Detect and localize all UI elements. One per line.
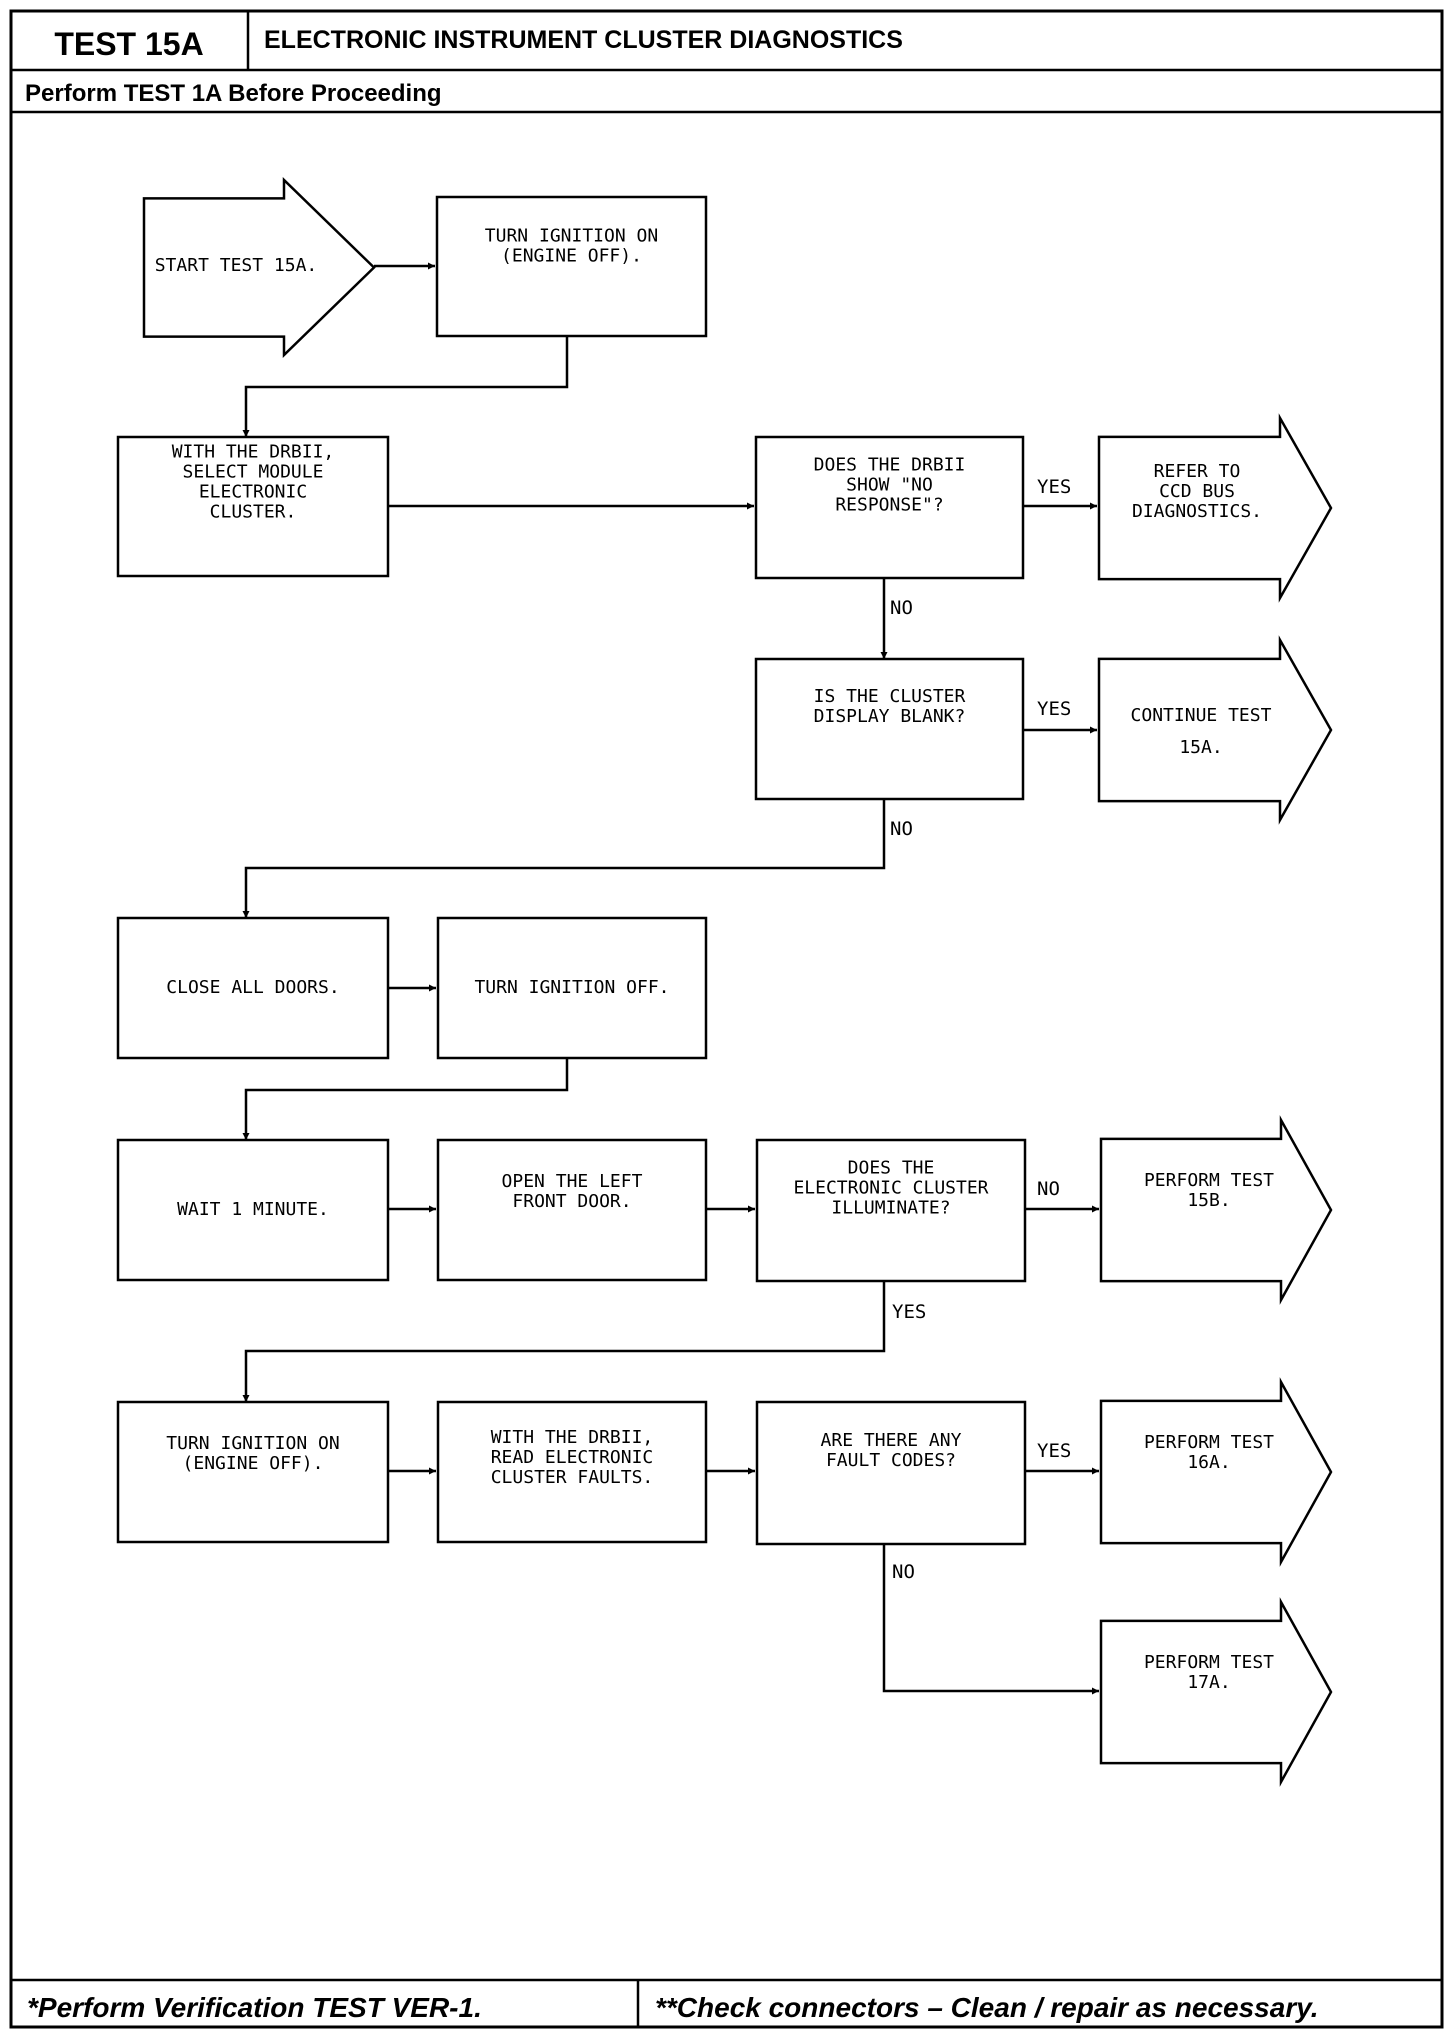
connector-illuminate-yes xyxy=(242,1281,886,1402)
node-text-line: ILLUMINATE? xyxy=(831,1198,950,1219)
node-text-line: TURN IGNITION ON xyxy=(166,1433,339,1454)
branch-label-yes: YES xyxy=(1037,698,1071,720)
branch-label-yes: YES xyxy=(1037,1440,1071,1462)
branch-label-no: NO xyxy=(890,597,913,619)
node-text-line: OPEN THE LEFT xyxy=(502,1171,643,1192)
step-box xyxy=(436,1138,708,1282)
node-text-line: 15B. xyxy=(1187,1190,1230,1211)
step-box xyxy=(436,916,708,1060)
branch-label-yes: YES xyxy=(892,1301,926,1323)
node-text-line: WAIT 1 MINUTE. xyxy=(177,1199,329,1220)
connectors xyxy=(242,262,1099,1695)
step-box xyxy=(116,1400,390,1544)
node-ign-on-2: TURN IGNITION ON(ENGINE OFF). xyxy=(116,1400,390,1544)
exit-arrow-shape xyxy=(1099,1115,1333,1305)
node-ign-on-1: TURN IGNITION ON(ENGINE OFF). xyxy=(435,195,708,338)
node-text-line: WITH THE DRBII, xyxy=(172,442,335,463)
node-text-line: (ENGINE OFF). xyxy=(183,1453,324,1474)
footer-connectors-note: **Check connectors – Clean / repair as n… xyxy=(655,1992,1319,2023)
flowchart-nodes: START TEST 15A.TURN IGNITION ON(ENGINE O… xyxy=(116,177,1333,1787)
node-text-line: DOES THE DRBII xyxy=(814,455,966,476)
node-text-line: WITH THE DRBII, xyxy=(491,1427,654,1448)
exit-arrow-shape xyxy=(1097,635,1333,825)
exit-arrow-shape xyxy=(1099,1377,1333,1567)
node-text-line: CLOSE ALL DOORS. xyxy=(166,977,339,998)
node-text-line: CLUSTER. xyxy=(210,502,297,523)
node-text-line: START TEST 15A. xyxy=(155,255,318,276)
node-continue-15a: CONTINUE TEST 15A. xyxy=(1097,635,1333,825)
page-border xyxy=(9,9,1444,2029)
node-text-line: PERFORM TEST xyxy=(1144,1170,1274,1191)
decision-box xyxy=(754,657,1025,801)
node-ign-off: TURN IGNITION OFF. xyxy=(436,916,708,1060)
node-text-line: DISPLAY BLANK? xyxy=(814,706,966,727)
node-select-module: WITH THE DRBII,SELECT MODULEELECTRONICCL… xyxy=(116,435,390,578)
exit-arrow-shape xyxy=(1099,1597,1333,1787)
node-text-line: FAULT CODES? xyxy=(826,1450,956,1471)
node-text-line: 16A. xyxy=(1187,1452,1230,1473)
node-start: START TEST 15A. xyxy=(142,177,376,358)
connector-ignition-off-to-wait xyxy=(242,1058,569,1140)
node-text-line: PERFORM TEST xyxy=(1144,1652,1274,1673)
page-title: ELECTRONIC INSTRUMENT CLUSTER DIAGNOSTIC… xyxy=(264,26,903,54)
node-text-line: RESPONSE"? xyxy=(835,495,943,516)
node-text-line: 17A. xyxy=(1187,1672,1230,1693)
step-box xyxy=(116,435,390,578)
node-text-line: CONTINUE TEST xyxy=(1131,705,1272,726)
node-text-line: ELECTRONIC xyxy=(199,482,307,503)
branch-label-no: NO xyxy=(1037,1178,1060,1200)
decision-box xyxy=(755,1138,1027,1283)
node-text-line: TURN IGNITION OFF. xyxy=(474,977,669,998)
branch-labels: YES NO YES NO NO YES YES NO xyxy=(890,476,1071,1583)
decision-box xyxy=(755,1400,1027,1546)
connector-fault-codes-no xyxy=(882,1544,1099,1695)
branch-label-no: NO xyxy=(892,1561,915,1583)
connector-ignition-on-to-select-module xyxy=(242,336,569,437)
node-text-line: ELECTRONIC CLUSTER xyxy=(793,1178,988,1199)
step-box xyxy=(116,1138,390,1282)
decision-box xyxy=(754,435,1025,580)
step-box xyxy=(435,195,708,338)
step-box xyxy=(436,1400,708,1544)
step-box xyxy=(116,916,390,1060)
node-text-line: SELECT MODULE xyxy=(183,462,324,483)
node-text-line: CLUSTER FAULTS. xyxy=(491,1467,654,1488)
node-close-doors: CLOSE ALL DOORS. xyxy=(116,916,390,1060)
branch-label-yes: YES xyxy=(1037,476,1071,498)
start-arrow-shape xyxy=(142,177,376,358)
node-text-line: REFER TO xyxy=(1154,461,1241,482)
node-wait: WAIT 1 MINUTE. xyxy=(116,1138,390,1282)
node-text-line: SHOW "NO xyxy=(846,475,933,496)
node-text-line: IS THE CLUSTER xyxy=(814,686,966,707)
node-text-line: PERFORM TEST xyxy=(1144,1432,1274,1453)
node-text-line: (ENGINE OFF). xyxy=(501,246,642,267)
page-subtitle: Perform TEST 1A Before Proceeding xyxy=(25,80,442,107)
node-text-line: DOES THE xyxy=(848,1158,935,1179)
node-text-line: READ ELECTRONIC xyxy=(491,1447,654,1468)
test-id: TEST 15A xyxy=(54,26,203,62)
node-text-line: FRONT DOOR. xyxy=(512,1191,631,1212)
footer-verification-note: *Perform Verification TEST VER-1. xyxy=(27,1992,482,2023)
exit-arrow-shape xyxy=(1097,413,1333,603)
node-text-line: 15A. xyxy=(1179,737,1222,758)
node-text-line: CCD BUS xyxy=(1159,481,1235,502)
node-text-line: ARE THERE ANY xyxy=(821,1430,962,1451)
node-text-line: TURN IGNITION ON xyxy=(485,226,658,247)
branch-label-no: NO xyxy=(890,818,913,840)
connector-display-blank-no xyxy=(242,799,886,918)
node-text-line: DIAGNOSTICS. xyxy=(1132,501,1262,522)
